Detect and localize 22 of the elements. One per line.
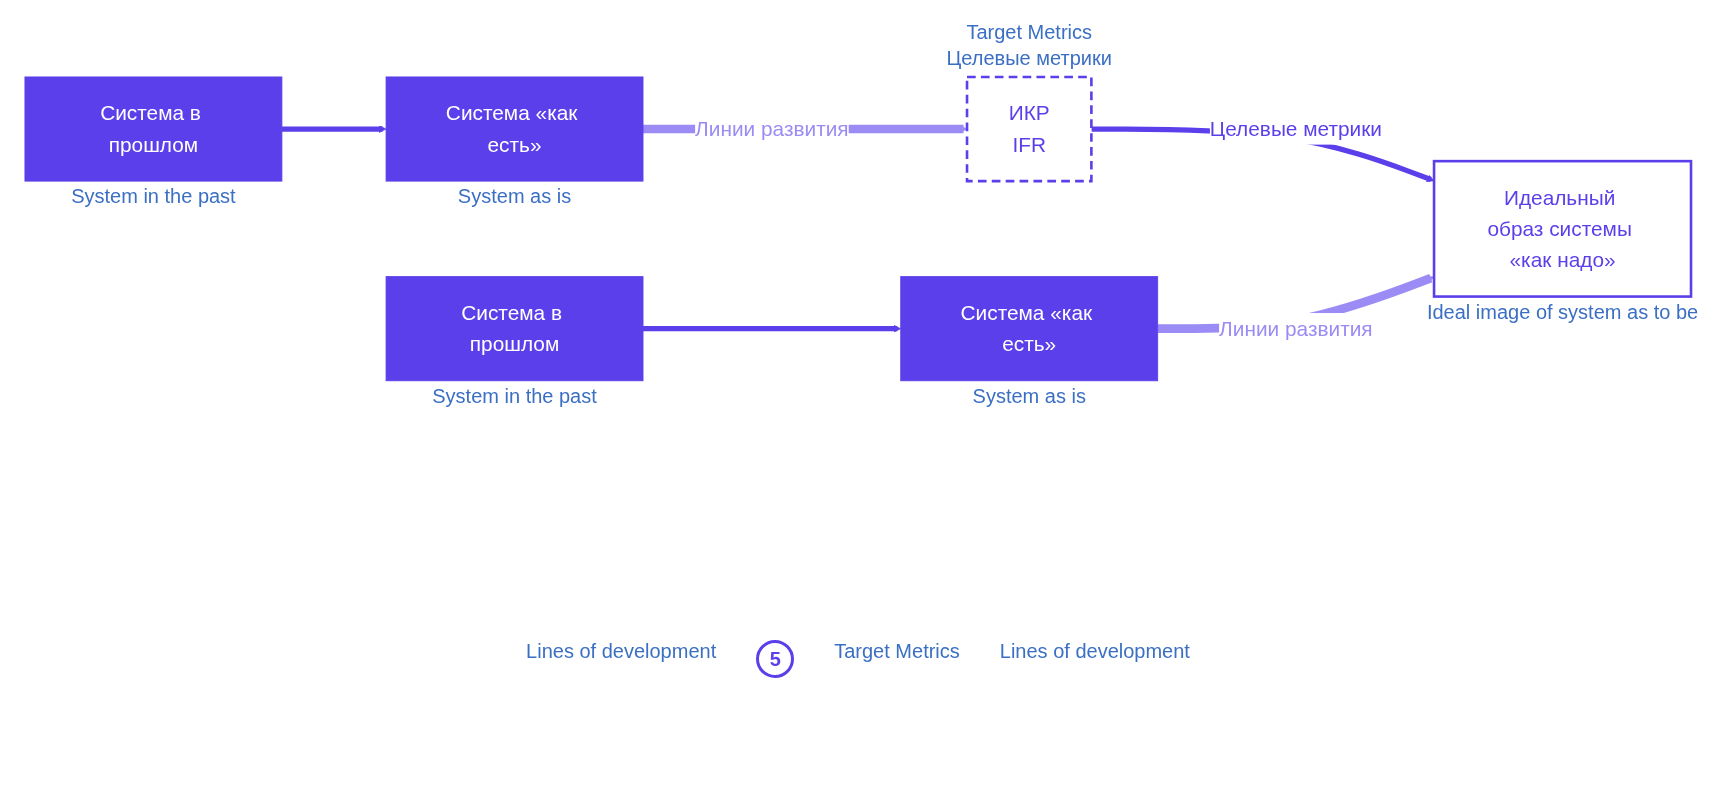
caption-text: System as is xyxy=(972,384,1086,408)
caption-text: System in the past xyxy=(71,185,236,209)
note-text: Lines of development xyxy=(999,640,1190,664)
caption-text: System as is xyxy=(457,185,572,209)
edge-label: Линии развития xyxy=(1219,316,1373,340)
edge-label: Линии развития xyxy=(695,116,849,141)
node-box xyxy=(900,276,1159,382)
caption-text: Целевые метрики xyxy=(946,46,1112,70)
node-box xyxy=(1432,159,1693,298)
node-box xyxy=(965,75,1093,183)
caption-text: System in the past xyxy=(432,384,597,408)
node-box xyxy=(24,76,283,182)
arrow xyxy=(281,125,387,133)
caption-text: Ideal image of system as to be xyxy=(1426,300,1699,324)
node-box xyxy=(385,276,644,382)
caption-text: Target Metrics xyxy=(966,20,1092,44)
note-text: Lines of development xyxy=(526,640,717,664)
node-box xyxy=(385,76,644,182)
note-text: Target Metrics xyxy=(834,640,960,664)
step-number: 5 xyxy=(756,640,795,678)
edge-label: Целевые метрики xyxy=(1209,116,1382,141)
arrow xyxy=(643,324,902,333)
